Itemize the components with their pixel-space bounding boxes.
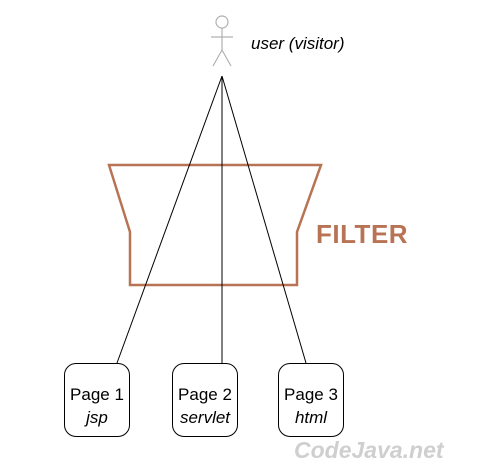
filter-label: FILTER xyxy=(316,219,409,249)
page-box-3: Page 3 html xyxy=(278,363,344,437)
stick-figure-icon xyxy=(211,15,233,67)
user-label: user (visitor) xyxy=(251,34,345,53)
connector-page-1 xyxy=(116,75,223,364)
page-type: jsp xyxy=(86,408,108,427)
page-type: servlet xyxy=(179,408,231,427)
page-title: Page 3 xyxy=(284,385,338,404)
page-box-1: Page 1 jsp xyxy=(64,363,130,437)
filter-shape xyxy=(107,163,323,287)
page-title: Page 2 xyxy=(178,385,232,404)
connector-page-3 xyxy=(221,75,307,364)
page-type: html xyxy=(294,408,328,427)
page-title: Page 1 xyxy=(70,385,124,404)
page-box-2: Page 2 servlet xyxy=(172,363,238,437)
watermark-text: CodeJava.net xyxy=(294,437,444,463)
